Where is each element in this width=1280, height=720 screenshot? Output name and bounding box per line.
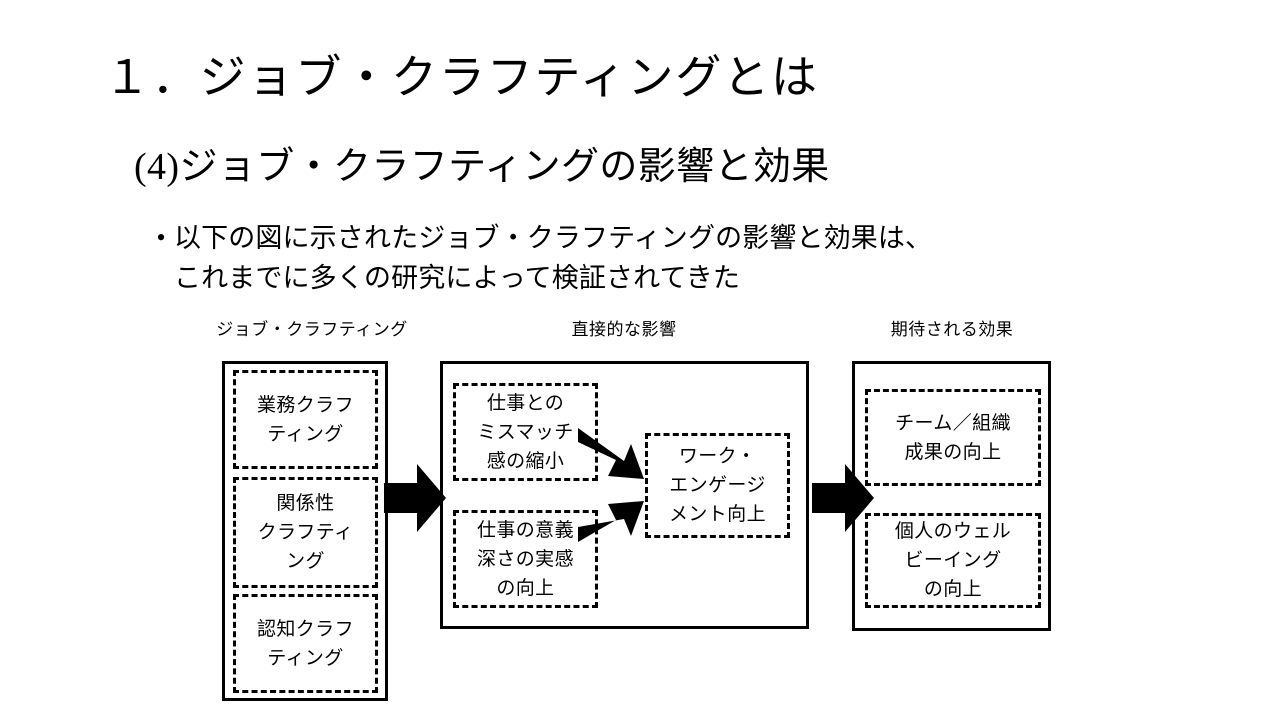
box-work-engagement-label: ワーク・ エンゲージ メント向上 (669, 442, 766, 529)
box-individual-wellbeing: 個人のウェル ビーイング の向上 (865, 513, 1041, 608)
text-line: ング (286, 551, 325, 572)
text-line: 仕事との (486, 392, 565, 414)
bullet-marker-icon: • (156, 223, 166, 252)
text-line: メント向上 (669, 504, 766, 525)
box-meaningfulness-increase-label: 仕事の意義 深さの実感 の向上 (477, 516, 574, 603)
text-line: 感の縮小 (486, 450, 565, 472)
box-team-organization-performance: チーム／組織 成果の向上 (865, 389, 1041, 486)
text-line: エンゲージ (669, 475, 766, 496)
arrow-down-right-icon (578, 420, 668, 500)
arrow-up-right-icon (578, 470, 668, 550)
text-line: ワーク・ (678, 446, 757, 467)
text-line: の向上 (496, 577, 555, 599)
text-line: ミスマッチ (477, 421, 574, 443)
text-line: チーム／組織 (895, 412, 1011, 434)
section-subtitle: (4)ジョブ・クラフティングの影響と効果 (134, 146, 830, 188)
text-line: ビーイング (904, 550, 1002, 571)
box-mismatch-reduction: 仕事との ミスマッチ 感の縮小 (453, 383, 598, 481)
box-task-crafting: 業務クラフ ティング (233, 370, 378, 469)
text-line: 成果の向上 (904, 441, 1002, 463)
text-line: 関係性 (276, 493, 335, 514)
text-line: クラフティ (257, 522, 354, 543)
box-meaningfulness-increase: 仕事の意義 深さの実感 の向上 (453, 510, 598, 608)
box-team-organization-performance-label: チーム／組織 成果の向上 (895, 409, 1011, 467)
column-header-expected-effect: 期待される効果 (890, 320, 1014, 339)
box-relational-crafting-label: 関係性 クラフティ ング (258, 489, 354, 576)
column-header-direct-impact: 直接的な影響 (571, 320, 677, 339)
block-arrow-right-icon (384, 464, 446, 532)
text-line: 業務クラフ (257, 394, 354, 416)
bullet-text: 以下の図に示されたジョブ・クラフティングの影響と効果は、 これまでに多くの研究に… (174, 218, 932, 298)
text-line: 仕事の意義 (477, 519, 574, 541)
page-title: １．ジョブ・クラフティングとは (104, 52, 819, 103)
bullet-item: • 以下の図に示されたジョブ・クラフティングの影響と効果は、 これまでに多くの研… (148, 218, 1108, 298)
text-line: ティング (267, 647, 344, 669)
box-mismatch-reduction-label: 仕事との ミスマッチ 感の縮小 (477, 389, 573, 476)
box-work-engagement: ワーク・ エンゲージ メント向上 (645, 433, 790, 538)
text-line: の向上 (923, 579, 983, 600)
text-line: 認知クラフ (257, 618, 354, 640)
column-header-job-crafting: ジョブ・クラフティング (216, 320, 408, 339)
box-individual-wellbeing-label: 個人のウェル ビーイング の向上 (895, 517, 1011, 604)
text-line: 深さの実感 (477, 548, 574, 570)
bullet-line-1: 以下の図に示されたジョブ・クラフティングの影響と効果は、 (174, 223, 933, 253)
box-task-crafting-label: 業務クラフ ティング (257, 391, 354, 449)
text-line: ティング (267, 423, 344, 445)
bullet-line-2: これまでに多くの研究によって検証されてきた (174, 263, 741, 293)
text-line: 個人のウェル (894, 521, 1012, 542)
block-arrow-right-icon (812, 464, 874, 532)
box-cognitive-crafting-label: 認知クラフ ティング (257, 615, 354, 673)
box-relational-crafting: 関係性 クラフティ ング (233, 477, 378, 588)
box-cognitive-crafting: 認知クラフ ティング (233, 594, 378, 693)
